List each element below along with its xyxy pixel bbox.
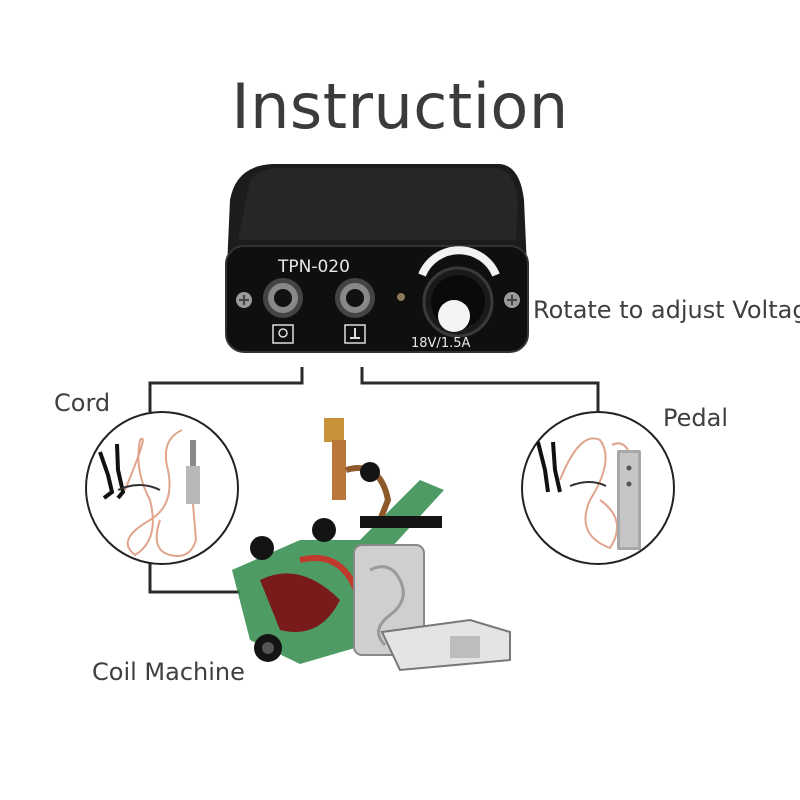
cord-illustration xyxy=(85,411,239,565)
screw-right xyxy=(504,292,520,308)
knob-callout-label: Rotate to adjust Voltage xyxy=(533,296,800,324)
rating-label: 18V/1.5A xyxy=(411,336,470,351)
coil-machine-label: Coil Machine xyxy=(92,658,245,686)
pedal-port-icon xyxy=(344,324,366,344)
machine-port-icon xyxy=(272,324,294,344)
machine-connector-line xyxy=(148,563,240,594)
pedal-jack xyxy=(335,278,375,318)
connector-lines xyxy=(148,367,600,594)
pedal-label: Pedal xyxy=(663,404,728,432)
pedal-connector-line xyxy=(360,367,600,412)
coil-machine-illustration xyxy=(232,418,511,672)
power-supply: TPN-020 xyxy=(225,164,529,353)
machine-jack xyxy=(263,278,303,318)
diagram-title: Instruction xyxy=(231,70,569,143)
model-label: TPN-020 xyxy=(277,257,350,277)
cord-connector-line xyxy=(148,367,304,412)
screw-left xyxy=(236,292,252,308)
pedal-illustration xyxy=(521,411,675,565)
voltage-knob xyxy=(418,246,500,338)
cord-label: Cord xyxy=(54,389,111,417)
power-led xyxy=(397,293,405,301)
